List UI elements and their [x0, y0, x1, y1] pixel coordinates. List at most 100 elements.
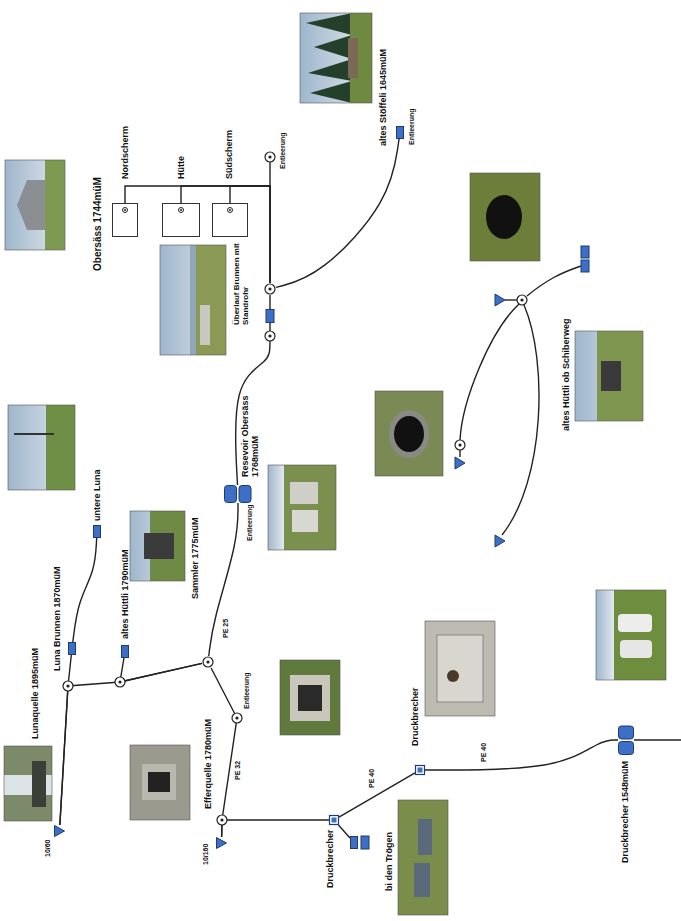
photo-frame: [375, 391, 443, 476]
photo: [470, 173, 540, 261]
photo-chamber: [142, 764, 176, 800]
pipe-line: [505, 299, 517, 300]
photo-ground: [470, 173, 540, 261]
photo-hut: [601, 361, 621, 391]
photo: [4, 746, 52, 821]
fountain-symbol: [581, 246, 589, 258]
valve-symbol: [455, 440, 465, 450]
pipe-line: [222, 820, 329, 837]
photo-frame: [280, 660, 340, 735]
photo-frame: [5, 160, 65, 250]
photo-ground: [597, 331, 643, 421]
valve-dot: [458, 443, 461, 446]
valve-dot: [66, 684, 69, 687]
valve-symbol: [115, 677, 125, 687]
fountain-symbol: [266, 310, 274, 323]
valve-dot: [220, 818, 223, 821]
photo-ground: [398, 800, 448, 915]
node-shape: [68, 642, 76, 655]
photo-building: [17, 180, 45, 230]
photo: [425, 621, 495, 716]
building-box: Hütte: [162, 203, 200, 237]
building-outline: [213, 204, 248, 237]
station-label: Hütte: [176, 156, 186, 179]
fountain-symbol: altes Stöffeli 1645müM: [396, 126, 404, 139]
drain-label: Entleerung: [408, 108, 416, 145]
photo-trough: [32, 761, 46, 807]
station-label: Druckbrecher: [325, 829, 335, 888]
spring-triangle: [217, 838, 227, 849]
fountain-rect: [94, 526, 101, 538]
node-shape: [350, 836, 358, 849]
photo: [8, 405, 75, 490]
valve-symbol: [265, 331, 275, 341]
trough-symbol: [361, 836, 369, 849]
valve-dot: [235, 716, 238, 719]
fountain-rect: [122, 646, 129, 658]
photo: [268, 465, 336, 550]
photo-ground: [596, 590, 666, 680]
tap-circle: [228, 208, 233, 213]
pressure-breaker: Druckbrecher: [415, 765, 425, 775]
photo-frame: [268, 465, 336, 550]
photo-tank: [486, 195, 522, 239]
photo: [160, 245, 226, 355]
fountain-symbol: altes Hüttli 1790müM: [121, 645, 129, 658]
photo-ground: [280, 660, 340, 735]
node-shape: [54, 825, 65, 837]
breaker-outline: [330, 816, 339, 825]
node-shape: [224, 485, 252, 503]
valve-dot: [268, 287, 271, 290]
pipe-line: [339, 773, 415, 817]
tap-dot: [180, 209, 182, 211]
fountain-symbol: [581, 260, 589, 272]
breaker-core: [332, 818, 337, 823]
station-label: Lunaquelle 1895müM: [30, 648, 40, 739]
station-label: Efferquelle 1780müM: [203, 719, 213, 809]
photo: [130, 745, 190, 820]
photo-sky: [8, 405, 75, 490]
photo-tank: [292, 510, 318, 532]
node-shape: [329, 815, 339, 825]
tank-cylinder: [619, 742, 634, 755]
overflow-node: Überlauf Brunnen mit Standrohr: [264, 283, 276, 295]
breaker-outline: [416, 766, 425, 775]
photo-stone: [130, 745, 190, 820]
pipe-line: [73, 538, 97, 642]
spring-symbol: [495, 294, 505, 306]
breaker-core: [418, 768, 423, 773]
photo-trough: [418, 819, 432, 855]
pipe-type: PE 40: [480, 742, 488, 763]
node-shape: [216, 837, 227, 849]
photo-chamber: [437, 635, 483, 702]
station-label: Überlauf Brunnen mit Standrohr: [232, 241, 250, 325]
photo-tank: [620, 640, 652, 658]
node-shape: [618, 725, 634, 755]
pipe-line: [338, 825, 350, 838]
photo-chamber: [290, 675, 330, 721]
photo-sky: [575, 331, 643, 421]
valve-dot: [206, 660, 209, 663]
valve-symbol: [265, 152, 275, 162]
node-shape: [396, 126, 404, 139]
tap-circle: [179, 208, 184, 213]
fountain-symbol: untere Luna: [93, 525, 101, 538]
photo-trough: [348, 38, 358, 78]
pipe-line: [634, 739, 681, 740]
photo-ground: [268, 465, 336, 550]
drain-label: Entleerung: [243, 672, 251, 709]
pipe-line: [209, 503, 238, 656]
photo-caption: altes Hüttli ob Schiberweg: [561, 318, 571, 431]
fixture-group: [266, 246, 589, 849]
valve-circle: [265, 284, 275, 294]
pipe-type: PE 32: [234, 760, 242, 781]
pipe-line: [527, 266, 581, 296]
node-shape: [112, 203, 138, 237]
photo-ground: [4, 746, 52, 821]
photo-hut: [144, 533, 174, 559]
drain-label: Entleerung: [279, 132, 287, 169]
photo-trees: [306, 13, 352, 103]
station-label: Sammler 1775müM: [190, 517, 200, 599]
